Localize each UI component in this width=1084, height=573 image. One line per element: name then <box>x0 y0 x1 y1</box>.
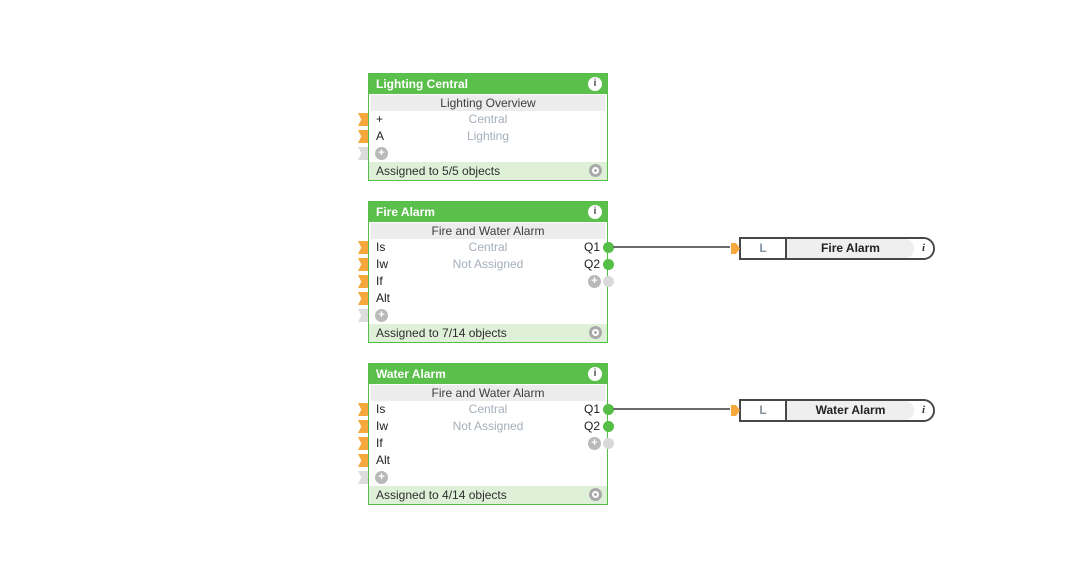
function-block-fire-alarm[interactable]: Fire Alarm i Fire and Water Alarm Is Cen… <box>358 201 614 343</box>
io-row: If + <box>358 273 614 290</box>
assigned-status: Assigned to 4/14 objects <box>376 488 507 502</box>
input-pin-icon[interactable] <box>358 258 368 271</box>
input-row: Alt <box>358 452 607 469</box>
assigned-status: Assigned to 5/5 objects <box>376 164 501 178</box>
function-block-lighting-central[interactable]: Lighting Central i Lighting Overview + C… <box>358 73 608 181</box>
input-value: Central <box>468 112 508 126</box>
element-info-icon[interactable]: i <box>914 239 933 258</box>
block-subtitle: Fire and Water Alarm <box>371 223 605 239</box>
input-pin-icon[interactable] <box>358 292 368 305</box>
element-input-arrow-icon[interactable] <box>731 405 740 416</box>
block-title: Fire Alarm <box>376 205 435 219</box>
block-subtitle: Fire and Water Alarm <box>371 385 605 401</box>
add-input-row: + <box>358 469 607 486</box>
output-label: Q2 <box>583 419 600 433</box>
add-input-row: + <box>358 307 607 324</box>
add-input-icon[interactable]: + <box>375 471 388 484</box>
block-header[interactable]: Lighting Central i <box>369 74 607 94</box>
input-label: + <box>376 112 384 126</box>
block-title: Lighting Central <box>376 77 468 91</box>
input-row: Alt <box>358 290 607 307</box>
info-icon[interactable]: i <box>588 367 602 381</box>
input-pin-icon[interactable] <box>358 309 368 322</box>
input-label: If <box>376 436 383 450</box>
output-pin-icon[interactable] <box>603 259 614 270</box>
info-icon[interactable]: i <box>588 205 602 219</box>
input-label: A <box>376 129 385 143</box>
element-input-arrow-icon[interactable] <box>731 243 740 254</box>
input-pin-icon[interactable] <box>358 147 368 160</box>
input-pin-icon[interactable] <box>358 275 368 288</box>
block-footer: Assigned to 5/5 objects <box>369 162 607 180</box>
input-label: Alt <box>376 453 391 467</box>
output-element-water-alarm[interactable]: L Water Alarm i <box>731 399 935 422</box>
element-type-badge: L <box>741 239 787 258</box>
function-block-water-alarm[interactable]: Water Alarm i Fire and Water Alarm Is Ce… <box>358 363 614 505</box>
input-row: + Central <box>358 111 607 128</box>
input-row: A Lighting <box>358 128 607 145</box>
output-pin-icon[interactable] <box>603 276 614 287</box>
gear-icon[interactable] <box>589 164 602 177</box>
output-pin-icon[interactable] <box>603 404 614 415</box>
input-pin-icon[interactable] <box>358 130 368 143</box>
input-pin-icon[interactable] <box>358 471 368 484</box>
wire-q1-to-fire-alarm[interactable] <box>613 246 730 248</box>
input-value: Lighting <box>466 129 510 143</box>
input-pin-icon[interactable] <box>358 420 368 433</box>
block-header[interactable]: Fire Alarm i <box>369 202 607 222</box>
io-row: Is Central Q1 <box>358 239 614 256</box>
input-pin-icon[interactable] <box>358 454 368 467</box>
output-pin-icon[interactable] <box>603 438 614 449</box>
add-input-icon[interactable]: + <box>375 147 388 160</box>
input-value: Not Assigned <box>452 257 524 271</box>
block-header[interactable]: Water Alarm i <box>369 364 607 384</box>
output-label: Q2 <box>583 257 600 271</box>
gear-icon[interactable] <box>589 326 602 339</box>
wire-q1-to-water-alarm[interactable] <box>613 408 730 410</box>
element-label: Fire Alarm <box>787 239 914 258</box>
input-label: Is <box>376 240 386 254</box>
add-output-icon[interactable]: + <box>588 275 601 288</box>
input-pin-icon[interactable] <box>358 113 368 126</box>
input-label: Iw <box>376 257 388 271</box>
io-row: Is Central Q1 <box>358 401 614 418</box>
output-label: Q1 <box>583 402 600 416</box>
input-label: Is <box>376 402 386 416</box>
io-row: If + <box>358 435 614 452</box>
add-input-row: + <box>358 145 607 162</box>
input-pin-icon[interactable] <box>358 437 368 450</box>
add-output-icon[interactable]: + <box>588 437 601 450</box>
io-row: Iw Not Assigned Q2 <box>358 418 614 435</box>
output-element-fire-alarm[interactable]: L Fire Alarm i <box>731 237 935 260</box>
add-input-icon[interactable]: + <box>375 309 388 322</box>
block-subtitle: Lighting Overview <box>371 95 605 111</box>
gear-icon[interactable] <box>589 488 602 501</box>
block-title: Water Alarm <box>376 367 446 381</box>
output-label: Q1 <box>583 240 600 254</box>
element-info-icon[interactable]: i <box>914 401 933 420</box>
input-value: Not Assigned <box>452 419 524 433</box>
input-value: Central <box>468 402 508 416</box>
output-pin-icon[interactable] <box>603 242 614 253</box>
input-label: Iw <box>376 419 388 433</box>
assigned-status: Assigned to 7/14 objects <box>376 326 507 340</box>
element-label: Water Alarm <box>787 401 914 420</box>
input-pin-icon[interactable] <box>358 403 368 416</box>
info-icon[interactable]: i <box>588 77 602 91</box>
io-row: Iw Not Assigned Q2 <box>358 256 614 273</box>
input-pin-icon[interactable] <box>358 241 368 254</box>
input-label: Alt <box>376 291 391 305</box>
output-pin-icon[interactable] <box>603 421 614 432</box>
element-type-badge: L <box>741 401 787 420</box>
input-value: Central <box>468 240 508 254</box>
block-footer: Assigned to 4/14 objects <box>369 486 607 504</box>
input-label: If <box>376 274 383 288</box>
block-footer: Assigned to 7/14 objects <box>369 324 607 342</box>
